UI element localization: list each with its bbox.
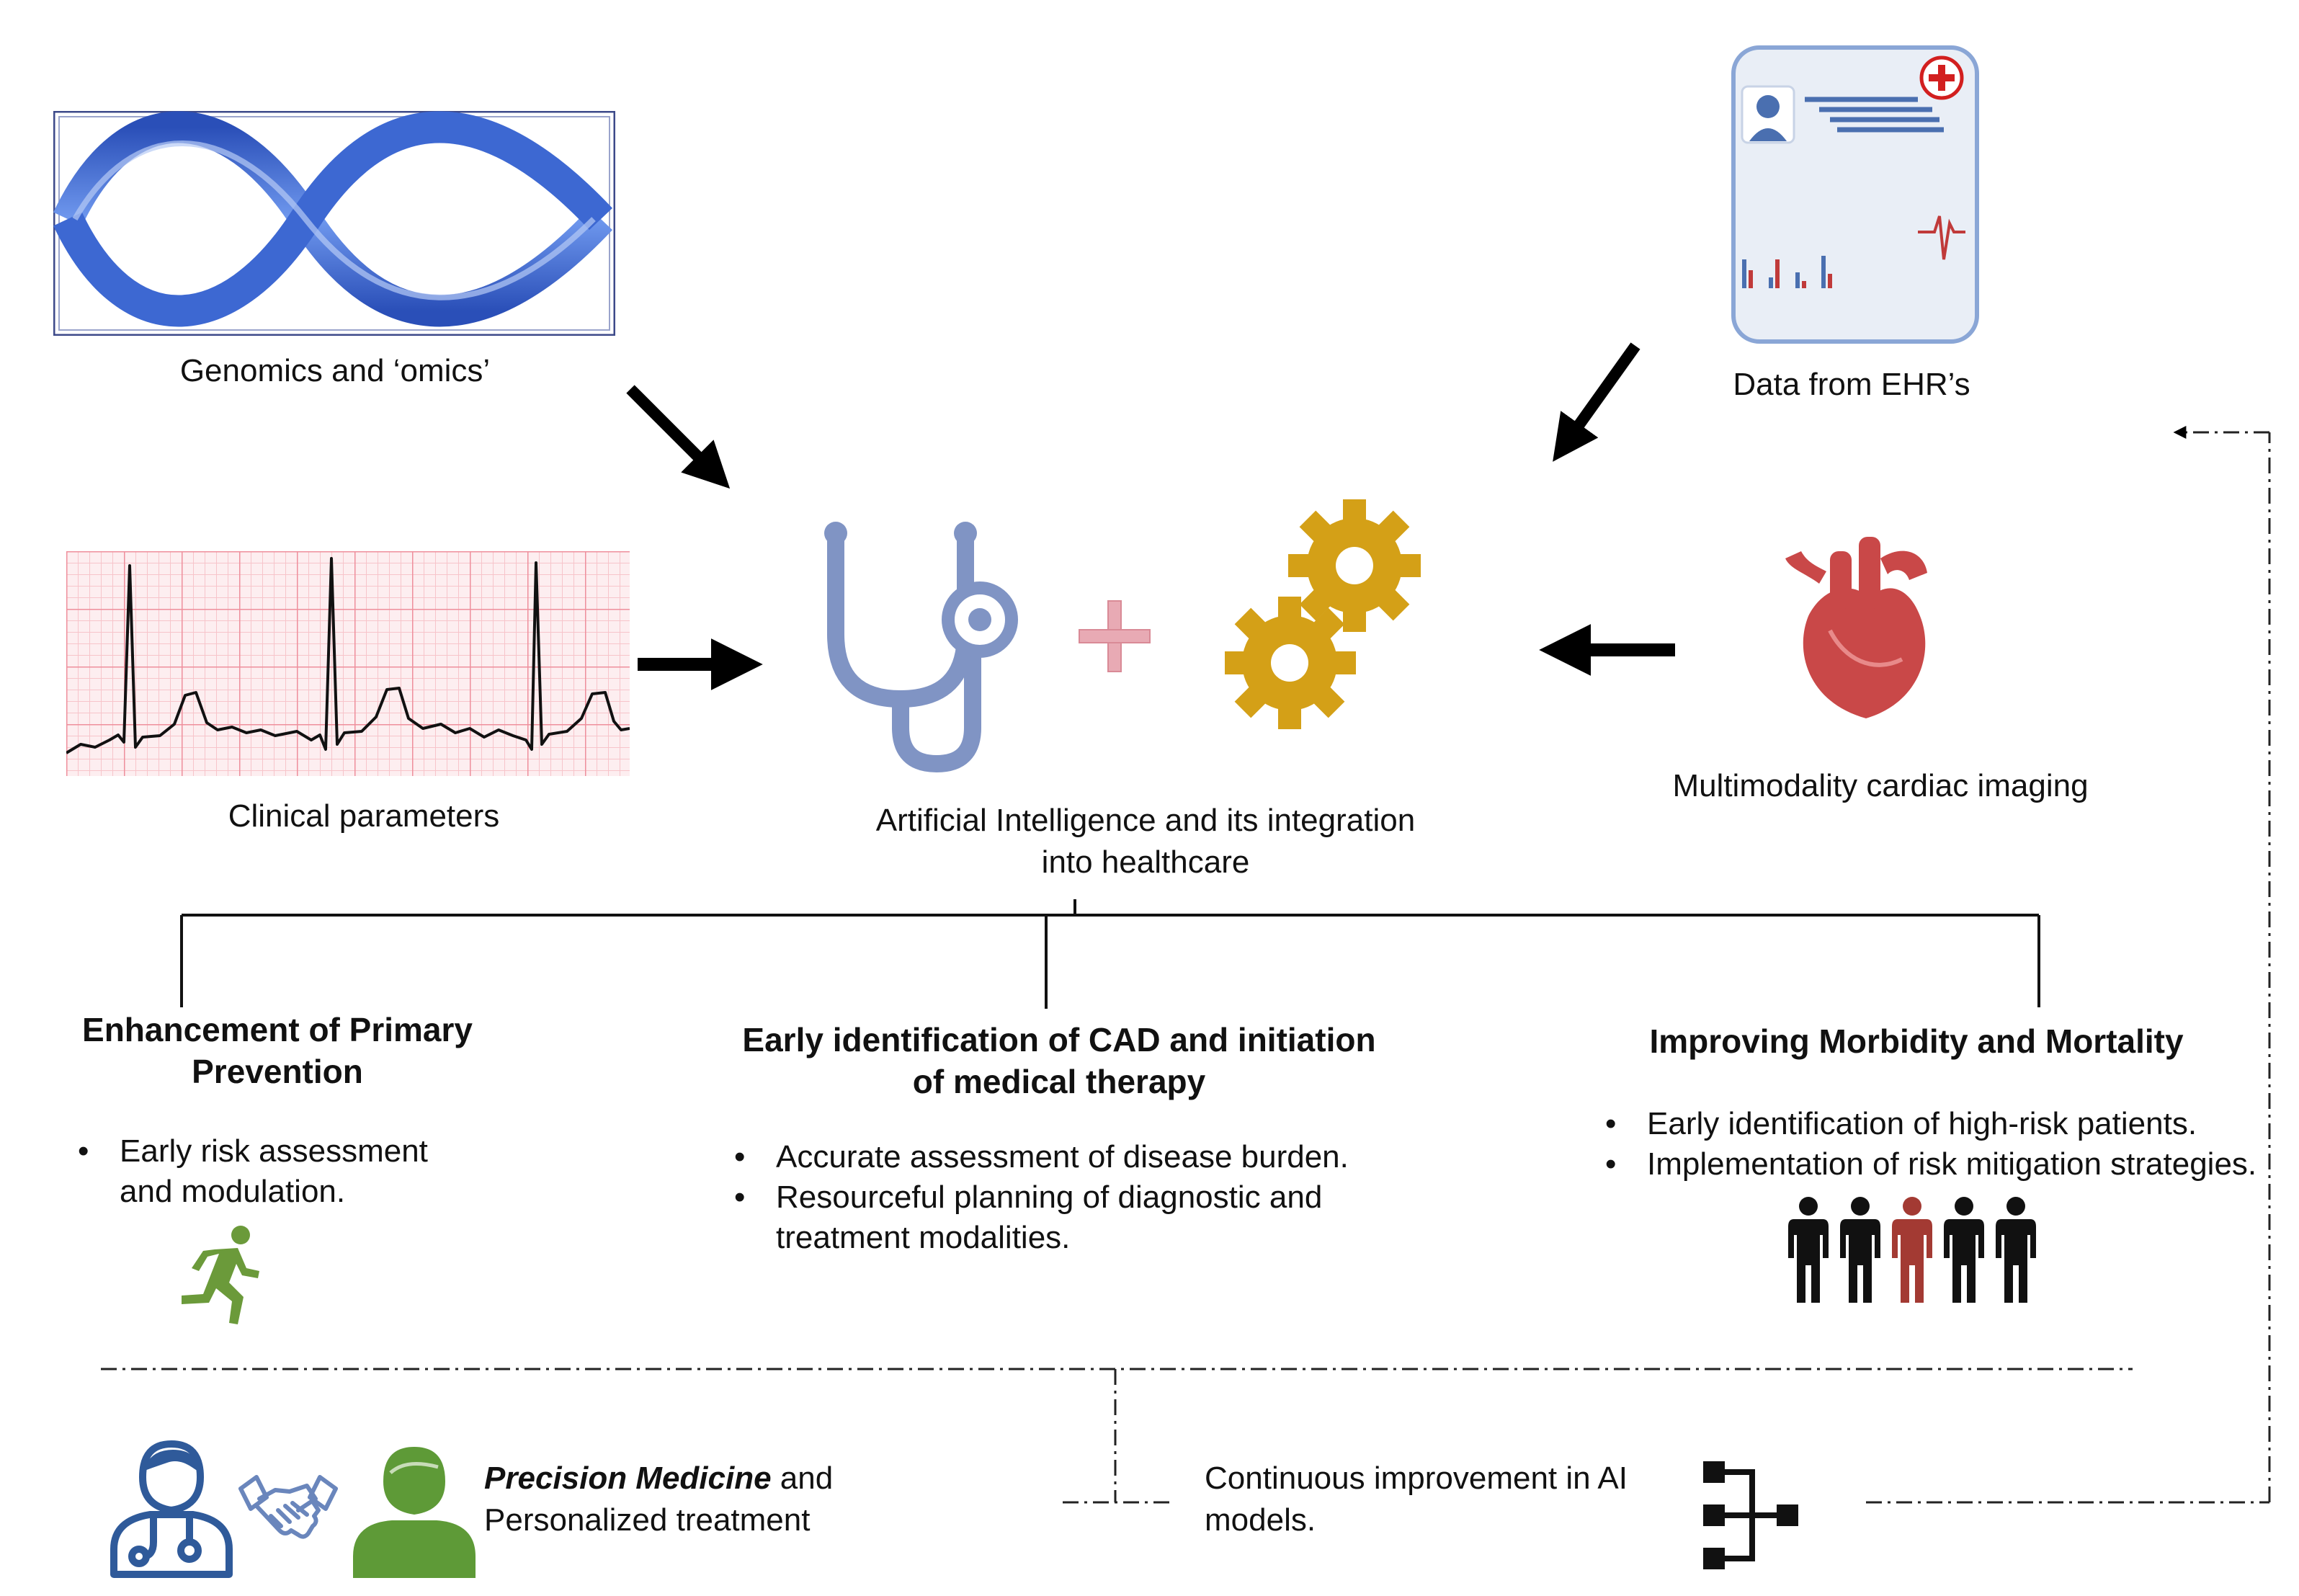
health-record-card-icon [1731, 45, 1979, 344]
dna-helix-icon [53, 110, 616, 336]
arrow-genomics-to-ai [626, 385, 731, 489]
outcome-primary-prevention-heading: Enhancement of Primary Prevention [43, 1009, 512, 1092]
ai-integration-label-line1: Artificial Intelligence and its integrat… [875, 803, 1416, 838]
outcome-morbidity-bullets: Early identification of high-risk patien… [1602, 1104, 2299, 1185]
bullet-item: Implementation of risk mitigation strate… [1605, 1144, 2299, 1185]
outcome-early-cad-bullets: Accurate assessment of disease burden. R… [731, 1137, 1482, 1258]
outcome-morbidity-heading-line1: Improving Morbidity and Mortality [1649, 1022, 2184, 1060]
bullet-line: treatment modalities. [776, 1220, 1071, 1255]
bullet-item: Early identification of high-risk patien… [1605, 1104, 2299, 1144]
runner-panel [171, 1225, 265, 1326]
imaging-panel [1780, 530, 1945, 724]
model-tree-icon [1703, 1461, 1798, 1569]
precision-medicine-text: Precision Medicine and Personalized trea… [484, 1458, 1003, 1541]
plus-panel [1075, 597, 1154, 676]
ehr-label: Data from EHR’s [1733, 367, 1970, 402]
ecg-strip-icon [65, 551, 630, 776]
bullet-line: Early risk assessment [120, 1133, 428, 1169]
outcome-early-cad-heading-line2: of medical therapy [912, 1063, 1206, 1100]
patient-icon [353, 1447, 476, 1578]
footer-separator-lines [101, 426, 2271, 1504]
patient-panel [353, 1441, 476, 1578]
outcome-primary-prevention-heading-line2: Prevention [192, 1053, 363, 1090]
population-icon [1788, 1197, 2036, 1303]
clinical-panel [65, 551, 630, 776]
population-panel [1787, 1196, 2046, 1304]
stethoscope-icon [824, 522, 1018, 773]
handshake-icon [238, 1475, 338, 1539]
genomics-label: Genomics and ‘omics’ [179, 353, 491, 388]
bullet-item: Resourceful planning of diagnostic and t… [734, 1177, 1482, 1258]
clinical-label: Clinical parameters [228, 798, 500, 834]
bullet-line: Implementation of risk mitigation strate… [1647, 1146, 2257, 1182]
outcome-tree-connector [180, 899, 2040, 1009]
continuous-improvement-line2: models. [1205, 1502, 1316, 1538]
doctor-panel [107, 1434, 236, 1578]
doctor-icon [110, 1440, 233, 1578]
bullet-item: Early risk assessment and modulation. [78, 1131, 566, 1212]
ai-integration-label-line2: into healthcare [1041, 844, 1250, 880]
outcome-early-cad-heading-line1: Early identification of CAD and initiati… [742, 1021, 1376, 1058]
bullet-item: Accurate assessment of disease burden. [734, 1137, 1482, 1177]
bullet-line: and modulation. [120, 1174, 346, 1209]
arrow-ehr-to-ai [1553, 342, 1640, 462]
bullet-line: Early identification of high-risk patien… [1647, 1106, 2197, 1141]
plus-icon [1079, 600, 1151, 672]
genomics-panel [53, 110, 616, 336]
gears-panel [1223, 497, 1427, 735]
precision-medicine-line1: Precision Medicine and [484, 1458, 1003, 1499]
imaging-label: Multimodality cardiac imaging [1672, 768, 2089, 803]
ehr-panel [1729, 43, 1981, 346]
outcome-early-cad-heading: Early identification of CAD and initiati… [713, 1019, 1405, 1102]
handshake-panel [238, 1470, 339, 1549]
continuous-improvement-text: Continuous improvement in AI models. [1205, 1458, 1680, 1541]
outcome-primary-prevention-bullets: Early risk assessment and modulation. [75, 1131, 566, 1212]
outcome-primary-prevention-heading-line1: Enhancement of Primary [82, 1011, 473, 1048]
bullet-line: Resourceful planning of diagnostic and [776, 1180, 1323, 1215]
ai-integration-label: Artificial Intelligence and its integrat… [800, 800, 1491, 883]
precision-medicine-conjunction: and [771, 1461, 834, 1496]
running-person-icon [182, 1226, 259, 1324]
continuous-improvement-line1: Continuous improvement in AI [1205, 1461, 1628, 1496]
precision-medicine-line2: Personalized treatment [484, 1502, 811, 1538]
gears-icon [1223, 499, 1421, 729]
bullet-line: Accurate assessment of disease burden. [776, 1139, 1349, 1174]
model-tree-panel [1693, 1454, 1808, 1577]
heart-icon [1785, 537, 1927, 718]
precision-medicine-emphasis: Precision Medicine [484, 1461, 772, 1496]
outcome-morbidity-heading: Improving Morbidity and Mortality [1571, 1020, 2262, 1062]
stethoscope-panel [807, 512, 1030, 785]
